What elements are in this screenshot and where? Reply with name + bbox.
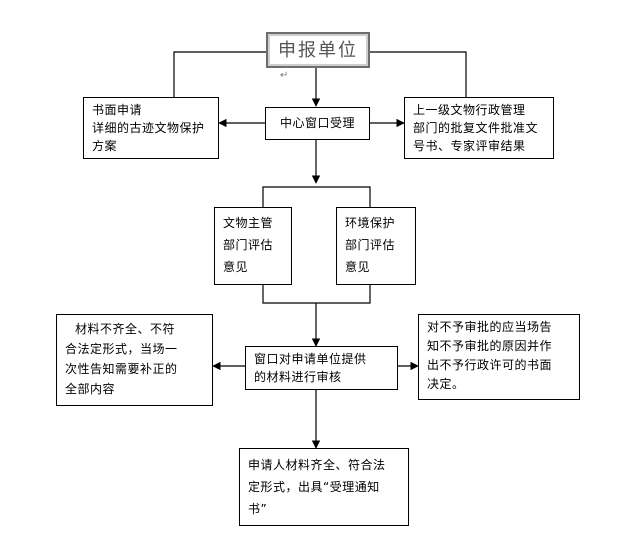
paragraph-mark: ↵ xyxy=(280,70,291,81)
node-env-dept-line1: 环境保护 xyxy=(345,216,396,230)
node-window-review-line1: 窗口对申请单位提供 xyxy=(254,352,367,366)
node-relics-dept-line1: 文物主管 xyxy=(223,216,274,230)
node-incomplete-line3: 次性告知需要补正的 xyxy=(65,362,178,376)
connector-apply-to-written xyxy=(173,51,266,97)
node-incomplete-line1: 材料不齐全、不符 xyxy=(75,322,176,336)
node-superior-approval-line1: 上一级文物行政管理 xyxy=(413,103,526,117)
connector-depts-merge xyxy=(262,285,371,304)
node-superior-approval-line2: 部门的批复文件批准文 xyxy=(413,121,539,135)
node-apply-unit: 申报单位 ↵ xyxy=(266,32,370,81)
node-incomplete-line2: 合法定形式，当场一 xyxy=(65,342,178,356)
node-acceptance: 申请人材料齐全、符合法 定形式，出具“受理通知 书” xyxy=(239,448,409,526)
node-written-request-line3: 方案 xyxy=(92,139,118,153)
node-acceptance-line2: 定形式，出具“受理通知 xyxy=(248,480,380,494)
node-apply-unit-text: 申报单位 xyxy=(278,40,358,61)
node-written-request-line1: 书面申请 xyxy=(92,103,143,117)
node-rejection-line4: 决定。 xyxy=(427,377,465,391)
node-superior-approval-line3: 号书、专家评审结果 xyxy=(413,139,526,153)
node-relics-dept-line3: 意见 xyxy=(223,260,249,274)
node-written-request: 书面申请 详细的古迹文物保护 方案 xyxy=(83,97,219,159)
connector-split-to-depts xyxy=(262,186,371,207)
node-rejection-line2: 知不予审批的原因并作 xyxy=(427,339,553,353)
node-incomplete-materials: 材料不齐全、不符 合法定形式，当场一 次性告知需要补正的 全部内容 xyxy=(56,314,213,406)
node-relics-dept-line2: 部门评估 xyxy=(223,238,274,252)
node-window-review-line2: 的材料进行审核 xyxy=(254,370,342,384)
node-acceptance-line3: 书” xyxy=(248,502,268,516)
node-acceptance-line1: 申请人材料齐全、符合法 xyxy=(248,458,386,472)
node-rejection-line1: 对不予审批的应当场告 xyxy=(427,320,553,334)
node-env-dept-line2: 部门评估 xyxy=(345,238,396,252)
node-env-dept-line3: 意见 xyxy=(345,260,371,274)
node-rejection-line3: 出不予行政许可的书面 xyxy=(427,358,553,372)
connector-apply-to-superior xyxy=(370,51,467,97)
node-rejection: 对不予审批的应当场告 知不予审批的原因并作 出不予行政许可的书面 决定。 xyxy=(418,314,580,400)
node-center-window-text: 中心窗口受理 xyxy=(279,116,355,130)
node-incomplete-line4: 全部内容 xyxy=(65,382,116,396)
node-env-dept: 环境保护 部门评估 意见 xyxy=(336,207,416,285)
node-window-review: 窗口对申请单位提供 的材料进行审核 xyxy=(245,346,398,390)
node-relics-dept: 文物主管 部门评估 意见 xyxy=(214,207,292,285)
node-center-window: 中心窗口受理 xyxy=(265,107,370,140)
node-written-request-line2: 详细的古迹文物保护 xyxy=(92,121,205,135)
node-superior-approval: 上一级文物行政管理 部门的批复文件批准文 号书、专家评审结果 xyxy=(404,97,554,159)
